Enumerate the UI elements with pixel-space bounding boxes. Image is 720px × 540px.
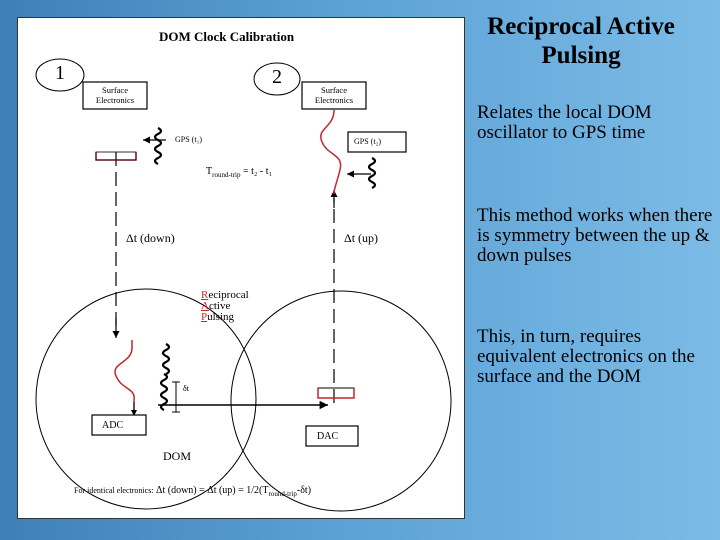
delta-t-label: δt (183, 384, 189, 393)
dom-circle-left (35, 288, 257, 510)
round-trip-subscript: round-trip (212, 171, 241, 179)
dac-label: DAC (317, 431, 339, 442)
rap-word-2-rest: ctive (208, 300, 231, 312)
slide-title-line-2: Pulsing (541, 42, 621, 69)
surface-box-left (82, 81, 148, 110)
bullet-2: This method works when there is symmetry… (477, 205, 713, 266)
formula-end: -δt) (296, 485, 312, 496)
gps-t2-box (347, 131, 407, 153)
dt-down-label: Δt (down) (126, 231, 175, 245)
surface-label-left-line-2: Electronics (95, 94, 135, 105)
figure-title: DOM Clock Calibration (159, 29, 295, 44)
step-1-circle (35, 58, 85, 92)
gps-t1-label: GPS (t₁) (175, 135, 203, 144)
clock-calibration-figure: DOM Clock Calibration 1 2 Surface Electr… (17, 17, 465, 519)
round-trip-equation: Tround-trip = t₂ - t₁ (206, 166, 272, 179)
slide-title-line-1: Reciprocal Active (487, 13, 675, 40)
coil-icon (367, 157, 377, 189)
dt-up-label: Δt (up) (344, 231, 379, 245)
surface-label-left-line-1: Surface (102, 85, 128, 95)
coil-icon (161, 343, 171, 375)
slide-title: Reciprocal Active Pulsing (468, 12, 694, 70)
round-trip-rhs: = t₂ - t₁ (240, 166, 272, 177)
pulse-waveform-top (320, 109, 342, 195)
rap-letter-a: A (201, 300, 209, 312)
calibration-diagram (35, 58, 452, 512)
round-trip-symbol: T (206, 166, 213, 177)
dom-label: DOM (163, 449, 192, 463)
rap-line-3: Pulsing (201, 312, 249, 323)
surface-label-left: Surface Electronics (84, 85, 146, 105)
adc-label: ADC (102, 420, 124, 431)
adc-box (91, 414, 147, 436)
surface-label-right-line-1: Surface (321, 85, 347, 95)
pulse-square-bottom (317, 387, 355, 399)
pulse-waveform-bottom (114, 340, 135, 414)
rap-letter-r: R (201, 289, 209, 301)
surface-label-right: Surface Electronics (303, 85, 365, 105)
step-2-circle (253, 62, 301, 96)
coil-icon (159, 373, 169, 411)
dac-box (305, 425, 359, 447)
formula-prefix: For identical electronics: (74, 486, 154, 495)
gps-t2-label: GPS (t₂) (354, 137, 382, 146)
formula-subscript: round-trip (268, 490, 297, 498)
rap-word-1-rest: eciprocal (208, 289, 249, 301)
bullet-1: Relates the local DOM oscillator to GPS … (477, 102, 652, 143)
rap-line-2: Active (201, 301, 249, 312)
step-1-label: 1 (55, 62, 65, 84)
surface-label-right-line-2: Electronics (314, 94, 354, 105)
rap-letter-p: P (201, 311, 208, 323)
identical-electronics-formula: For identical electronics: Δt (down) = Δ… (74, 485, 311, 498)
dom-circle-right (230, 290, 452, 512)
step-2-label: 2 (272, 66, 282, 88)
rap-line-1: Reciprocal (201, 290, 249, 301)
rap-word-3-rest: ulsing (207, 311, 235, 323)
surface-box-right (301, 81, 367, 110)
coil-icon (153, 127, 163, 165)
rap-label: Reciprocal Active Pulsing (201, 290, 249, 323)
formula-main: Δt (down) = Δt (up) = 1/2(T (156, 485, 269, 496)
bullet-3: This, in turn, requires equivalent elect… (477, 326, 695, 387)
